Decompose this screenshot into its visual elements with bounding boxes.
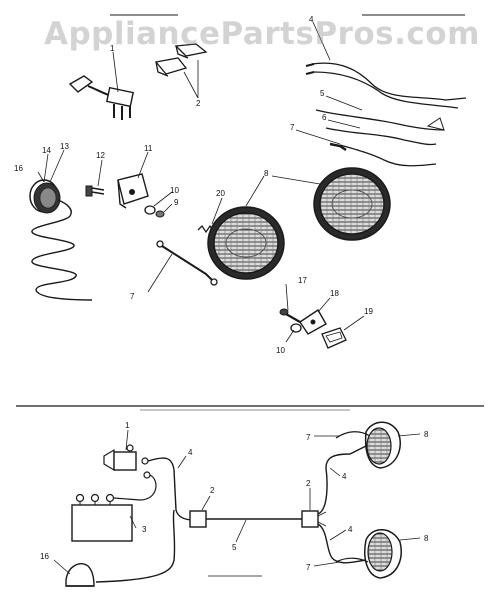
exploded-callouts: 1 2 4 5 6 7 8 9 10 11 12 13 14 16 20 7 1… [14,15,373,355]
callout-16: 16 [14,164,23,173]
callout-12: 12 [96,151,105,160]
callout-19: 19 [364,307,373,316]
callout-17: 17 [298,276,307,285]
wiring-callout-7-top: 7 [306,433,311,442]
wiring-diagram [53,421,421,587]
callout-8: 8 [264,169,269,178]
wiring-callouts: 1 4 2 3 5 2 4 4 7 7 8 8 16 [40,421,429,572]
callout-13: 13 [60,142,69,151]
callout-6: 6 [322,113,327,122]
clip-set [154,43,208,99]
callout-18: 18 [330,289,339,298]
mounting-bracket [117,151,149,209]
washer-and-nut [144,191,173,218]
wiring-callout-4-switch: 4 [188,448,193,457]
wiring-callout-4-bottom: 4 [348,525,353,534]
callout-14: 14 [42,146,51,155]
fog-lamp-right [313,167,391,241]
callout-4: 4 [309,15,314,24]
callout-10: 10 [170,186,179,195]
ground-strap [147,240,218,293]
wiring-callout-8-bottom: 8 [424,534,429,543]
wiring-callout-5: 5 [232,543,237,552]
wiring-callout-7-bottom: 7 [306,563,311,572]
wiring-callout-1: 1 [125,421,130,430]
callout-11: 11 [144,144,153,153]
wiring-callout-4-top: 4 [342,472,347,481]
gauge-with-cable [29,149,93,301]
site-watermark: AppliancePartsPros.com [44,16,480,52]
small-hardware [279,283,365,349]
wiring-callout-16: 16 [40,552,49,561]
wiring-callout-3: 3 [142,525,147,534]
fog-lamp-left [207,206,285,280]
callout-1: 1 [110,44,115,53]
callout-10-lower: 10 [276,346,285,355]
callout-9: 9 [174,198,179,207]
wire-harness-set [295,21,467,167]
callout-7: 7 [290,123,295,132]
wiring-callout-8-top: 8 [424,430,429,439]
wiring-callout-2-left: 2 [210,486,215,495]
bolt [85,159,105,197]
wiring-callout-2-right: 2 [306,479,311,488]
callout-7-strap: 7 [130,292,135,301]
callout-20: 20 [216,189,225,198]
callout-2: 2 [196,99,201,108]
callout-5: 5 [320,89,325,98]
switch-assembly [68,51,135,120]
